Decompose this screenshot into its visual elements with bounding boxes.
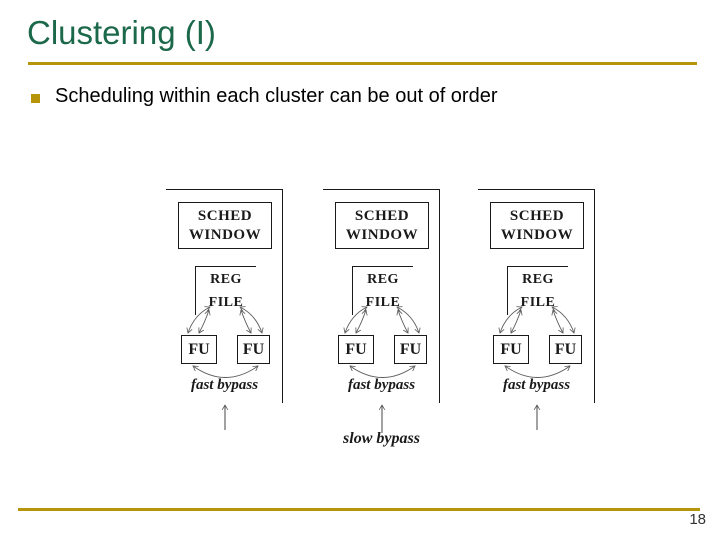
sched-window-box: SCHED WINDOW bbox=[490, 202, 584, 249]
reg-file-box: REG FILE bbox=[195, 266, 256, 315]
sched-window-label: WINDOW bbox=[500, 226, 574, 243]
cluster-3: SCHED WINDOW REG FILE FU FU fast bypass bbox=[478, 189, 595, 469]
reg-file-label: REG bbox=[210, 272, 242, 287]
fu-box-right: FU bbox=[549, 335, 582, 364]
cluster-frame bbox=[166, 189, 283, 403]
fu-box-left: FU bbox=[493, 335, 529, 364]
footer-divider bbox=[18, 508, 700, 511]
cluster-2: SCHED WINDOW REG FILE FU FU fast bypass bbox=[323, 189, 440, 469]
cluster-frame bbox=[478, 189, 595, 403]
fu-box-right: FU bbox=[237, 335, 270, 364]
title-divider bbox=[28, 62, 697, 65]
reg-file-label: REG bbox=[367, 272, 399, 287]
sched-window-label: WINDOW bbox=[188, 226, 262, 243]
bullet-text: Scheduling within each cluster can be ou… bbox=[55, 85, 498, 107]
slide-title: Clustering (I) bbox=[27, 14, 216, 51]
fast-bypass-label: fast bypass bbox=[502, 377, 571, 393]
cluster-1: SCHED WINDOW REG FILE FU FU fast bypass bbox=[166, 189, 283, 469]
sched-window-label: SCHED bbox=[354, 207, 410, 224]
reg-file-box: REG FILE bbox=[352, 266, 413, 315]
bullet-marker bbox=[31, 94, 40, 103]
fast-bypass-label: fast bypass bbox=[347, 377, 416, 393]
slow-bypass-label: slow bypass bbox=[343, 430, 420, 447]
reg-file-label: FILE bbox=[520, 295, 556, 310]
sched-window-label: WINDOW bbox=[345, 226, 419, 243]
cluster-frame bbox=[323, 189, 440, 403]
reg-file-label: REG bbox=[522, 272, 554, 287]
sched-window-label: SCHED bbox=[197, 207, 253, 224]
reg-file-label: FILE bbox=[365, 295, 401, 310]
reg-file-box: REG FILE bbox=[507, 266, 568, 315]
fu-box-left: FU bbox=[181, 335, 217, 364]
reg-file-label: FILE bbox=[208, 295, 244, 310]
sched-window-box: SCHED WINDOW bbox=[178, 202, 272, 249]
fu-box-right: FU bbox=[394, 335, 427, 364]
page-number: 18 bbox=[689, 511, 706, 528]
fast-bypass-label: fast bypass bbox=[190, 377, 259, 393]
sched-window-box: SCHED WINDOW bbox=[335, 202, 429, 249]
fu-box-left: FU bbox=[338, 335, 374, 364]
sched-window-label: SCHED bbox=[509, 207, 565, 224]
